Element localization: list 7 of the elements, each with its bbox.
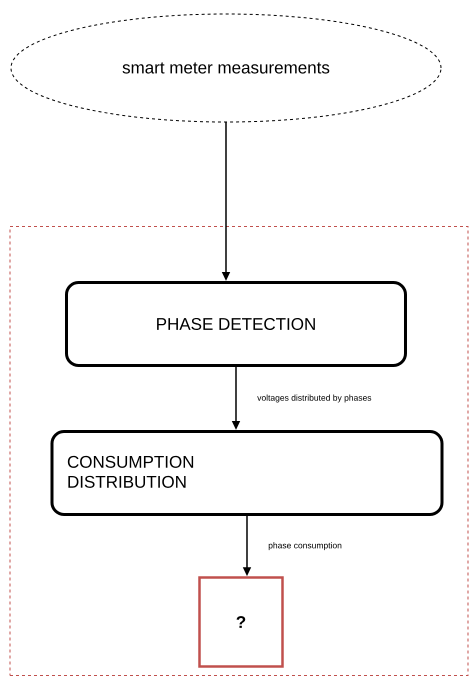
process-box: PHASE DETECTION <box>65 281 407 367</box>
ellipse-node: smart meter measurements <box>10 14 442 122</box>
result-box: ? <box>198 576 284 668</box>
process-box: CONSUMPTION DISTRIBUTION <box>50 430 444 516</box>
edge-label: phase consumption <box>268 542 342 550</box>
edge-label: voltages distributed by phases <box>257 394 372 402</box>
group-frame <box>10 226 468 676</box>
